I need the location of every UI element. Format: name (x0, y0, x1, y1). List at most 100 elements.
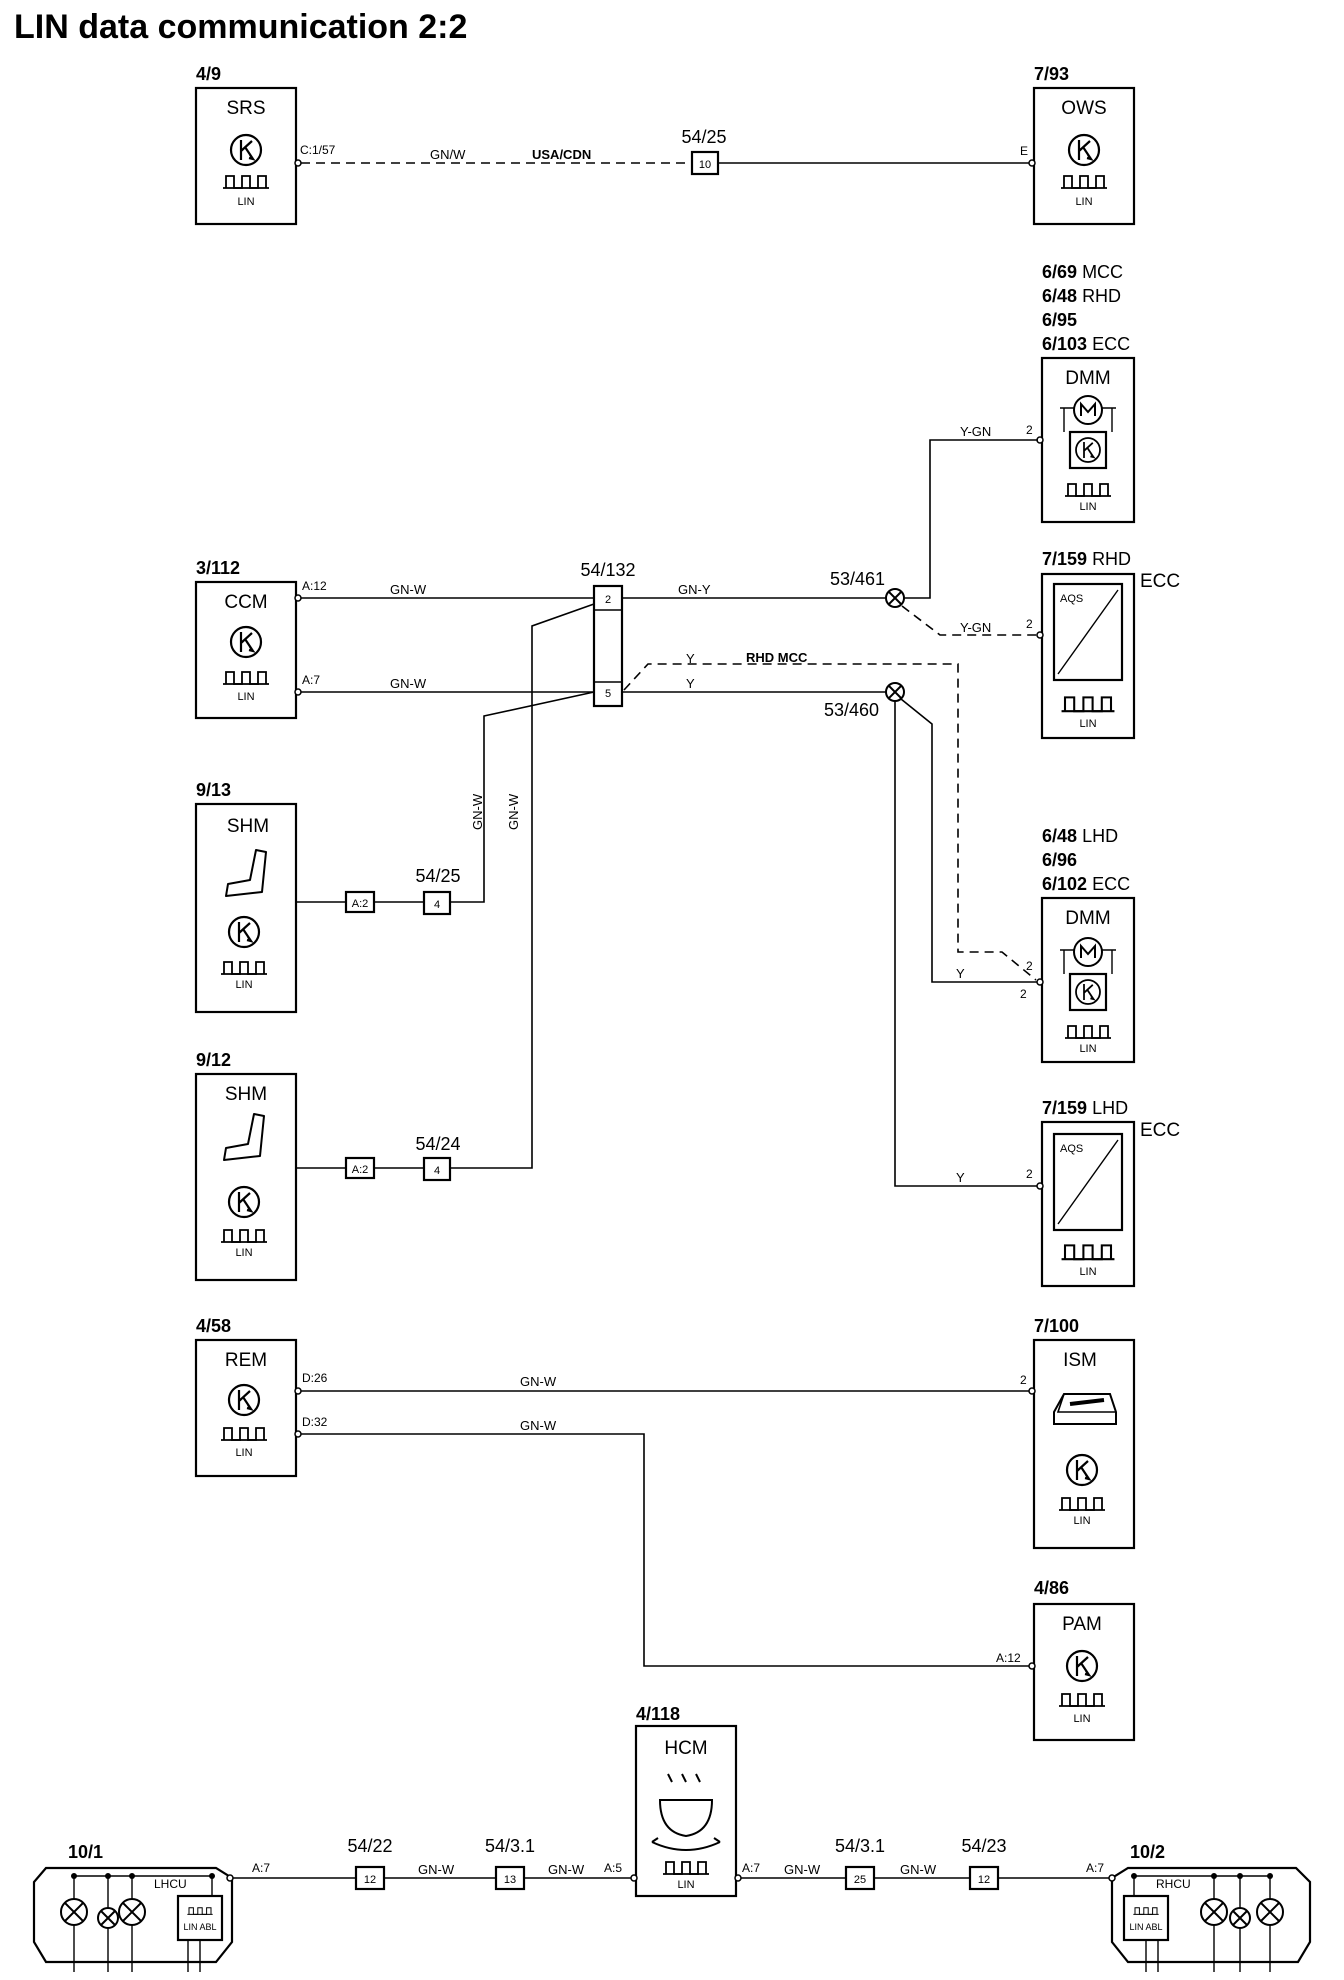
svg-text:4: 4 (434, 1165, 440, 1177)
wire-shm-v2: GN-W (506, 793, 521, 830)
wire-rem-pam: GN-W (520, 1418, 557, 1433)
svg-text:LIN: LIN (235, 1247, 252, 1259)
shm-912-pin: A:2 (352, 1164, 369, 1176)
svg-text:DMM: DMM (1065, 368, 1110, 389)
srs-name: SRS (226, 98, 265, 119)
svg-text:2: 2 (1020, 987, 1027, 1001)
svg-text:6/69 MCC: 6/69 MCC (1042, 262, 1123, 282)
splice-icon (885, 588, 905, 608)
ows-ref: 7/93 (1034, 64, 1069, 84)
svg-text:A:7: A:7 (302, 673, 320, 687)
wire-hcm-r1: GN-W (784, 1862, 821, 1877)
svg-text:LIN: LIN (1073, 1713, 1090, 1725)
svg-text:ECC: ECC (1140, 1120, 1180, 1141)
connector-54-22: 54/22 12 (347, 1836, 393, 1891)
connector-54-23: 54/23 12 (961, 1836, 1007, 1891)
motor-icon (1073, 937, 1103, 967)
dmm-rhd-module: 6/69 MCC 6/48 RHD 6/95 6/103 ECC DMM LIN… (1026, 262, 1136, 524)
variant-rhd-mcc: RHD MCC (746, 650, 808, 665)
svg-text:2: 2 (1026, 617, 1033, 631)
srs-pin: C:1/57 (300, 143, 336, 157)
svg-text:54/25: 54/25 (415, 866, 460, 886)
svg-text:13: 13 (504, 1874, 516, 1886)
wire-to-dmm-lhd: Y (956, 966, 965, 981)
svg-text:12: 12 (364, 1874, 376, 1886)
svg-text:6/103 ECC: 6/103 ECC (1042, 334, 1130, 354)
srs-module: 4/9 SRS LIN C:1/57 (194, 64, 336, 226)
aqs-lhd-module: 7/159 LHD ECC AQS LIN 2 (1026, 1098, 1180, 1288)
svg-text:AQS: AQS (1060, 1143, 1083, 1155)
svg-text:HCM: HCM (664, 1738, 707, 1759)
hcm-module: 4/118 HCM LIN A:5 A:7 (604, 1704, 760, 1898)
svg-text:LIN: LIN (237, 691, 254, 703)
svg-text:54/24: 54/24 (415, 1134, 460, 1154)
svg-text:2: 2 (605, 594, 611, 606)
headlamp-icon (651, 1773, 721, 1851)
ows-bus: LIN (1075, 196, 1092, 208)
motor-icon (1073, 395, 1103, 425)
svg-text:LIN: LIN (1073, 1515, 1090, 1527)
svg-text:7/159 LHD: 7/159 LHD (1042, 1098, 1128, 1118)
wire-hcm-l1: GN-W (418, 1862, 455, 1877)
svg-text:ECC: ECC (1140, 571, 1180, 592)
connector-54-3-1-right: 54/3.1 25 (835, 1836, 885, 1891)
dmm-lhd-module: 6/48 LHD 6/96 6/102 ECC DMM LIN 2 2 (1020, 826, 1136, 1064)
svg-text:2: 2 (1026, 1167, 1033, 1181)
wire-rhd-mcc-y: Y (686, 651, 695, 666)
wire-ccm-a12: GN-W (390, 582, 427, 597)
srs-ref: 4/9 (196, 64, 221, 84)
variant-usa-cdn: USA/CDN (532, 147, 591, 162)
svg-text:LIN: LIN (1079, 501, 1096, 513)
lamp-icon (97, 1907, 119, 1929)
svg-text:SHM: SHM (225, 1084, 267, 1105)
svg-text:A:7: A:7 (1086, 1861, 1104, 1875)
splice-53-460: 53/460 (824, 700, 879, 720)
svg-text:ISM: ISM (1063, 1350, 1097, 1371)
wire-rem-ism: GN-W (520, 1374, 557, 1389)
svg-text:REM: REM (225, 1350, 267, 1371)
aqs-rhd-module: 7/159 RHD ECC AQS LIN 2 (1026, 549, 1180, 740)
ccm-module: 3/112 CCM LIN A:12 A:7 (194, 558, 327, 720)
svg-text:6/95: 6/95 (1042, 310, 1077, 330)
connector-54-25-shm: 54/25 4 (415, 866, 461, 916)
ignition-switch-icon (1053, 1393, 1117, 1425)
svg-text:54/3.1: 54/3.1 (835, 1836, 885, 1856)
lhcu-module: 10/1 LHCU LIN ABL A:7 (32, 1842, 270, 1972)
connector-54-24: 54/24 4 (415, 1134, 461, 1182)
svg-text:4/58: 4/58 (196, 1316, 231, 1336)
svg-text:LIN: LIN (1079, 1266, 1096, 1278)
shm-912-module: 9/12 SHM LIN (194, 1050, 298, 1282)
svg-text:54/22: 54/22 (347, 1836, 392, 1856)
svg-text:LHCU: LHCU (154, 1877, 187, 1891)
wire-shm-v1: GN-W (470, 793, 485, 830)
svg-text:4: 4 (434, 899, 440, 911)
svg-text:12: 12 (978, 1874, 990, 1886)
svg-text:LIN: LIN (677, 1879, 694, 1891)
wire-to-dmm-rhd: Y-GN (960, 424, 991, 439)
svg-text:6/96: 6/96 (1042, 850, 1077, 870)
shm-913-pin: A:2 (352, 898, 369, 910)
splice-53-461: 53/461 (830, 569, 885, 589)
svg-text:4/118: 4/118 (636, 1704, 680, 1724)
ows-pin: E (1020, 144, 1028, 158)
connector-54-3-1-left: 54/3.1 13 (485, 1836, 535, 1891)
svg-text:54/3.1: 54/3.1 (485, 1836, 535, 1856)
svg-text:CCM: CCM (224, 592, 267, 613)
connector-54-132: 54/132 2 5 (580, 560, 636, 708)
wire-ccm-a7: GN-W (390, 676, 427, 691)
shm-913-module: 9/13 SHM LIN (194, 780, 298, 1014)
pam-module: 4/86 PAM LIN A:12 (996, 1578, 1136, 1742)
ows-module: 7/93 OWS LIN E (1020, 64, 1136, 226)
svg-text:2: 2 (1020, 1373, 1027, 1387)
svg-text:54/25: 54/25 (681, 127, 726, 147)
svg-text:A:12: A:12 (996, 1651, 1021, 1665)
svg-text:2: 2 (1026, 423, 1033, 437)
svg-text:LIN ABL: LIN ABL (183, 1922, 216, 1932)
svg-text:LIN: LIN (1079, 1043, 1096, 1055)
svg-text:SHM: SHM (227, 816, 269, 837)
svg-text:4/86: 4/86 (1034, 1578, 1069, 1598)
svg-text:DMM: DMM (1065, 908, 1110, 929)
svg-text:9/12: 9/12 (196, 1050, 231, 1070)
lamp-icon (1200, 1898, 1228, 1926)
